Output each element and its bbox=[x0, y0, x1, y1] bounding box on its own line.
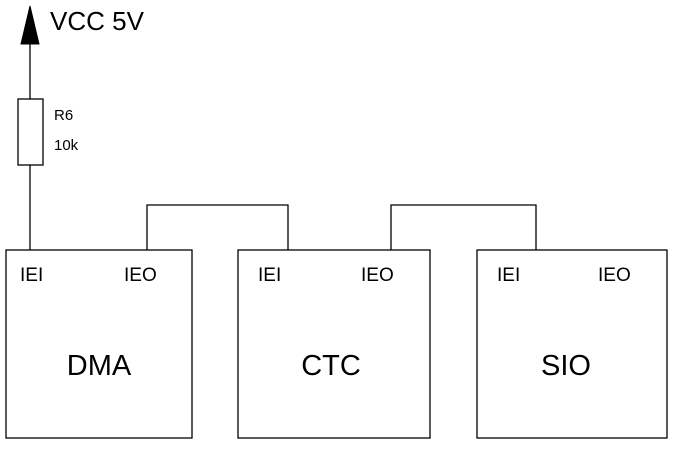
sio-block-label: SIO bbox=[541, 350, 591, 382]
sio-ieo-pin-label: IEO bbox=[598, 265, 631, 286]
sio-block bbox=[476, 249, 668, 439]
dma-ieo-to-ctc-iei-wire bbox=[146, 204, 289, 250]
ctc-ieo-to-sio-iei-wire bbox=[390, 204, 537, 250]
sio-iei-pin-label: IEI bbox=[497, 265, 520, 286]
resistor-r6 bbox=[17, 98, 44, 166]
resistor-value-label: 10k bbox=[54, 137, 79, 154]
dma-iei-pin-label: IEI bbox=[20, 265, 43, 286]
ctc-ieo-pin-label: IEO bbox=[361, 265, 394, 286]
dma-block bbox=[5, 249, 193, 439]
dma-ieo-pin-label: IEO bbox=[124, 265, 157, 286]
resistor-ref-label: R6 bbox=[54, 107, 73, 124]
ctc-iei-pin-label: IEI bbox=[258, 265, 281, 286]
ctc-block-label: CTC bbox=[301, 350, 361, 382]
ctc-block bbox=[237, 249, 431, 439]
vcc-label: VCC 5V bbox=[50, 6, 145, 36]
vcc-arrow-icon bbox=[20, 5, 40, 45]
dma-block-label: DMA bbox=[67, 350, 132, 382]
